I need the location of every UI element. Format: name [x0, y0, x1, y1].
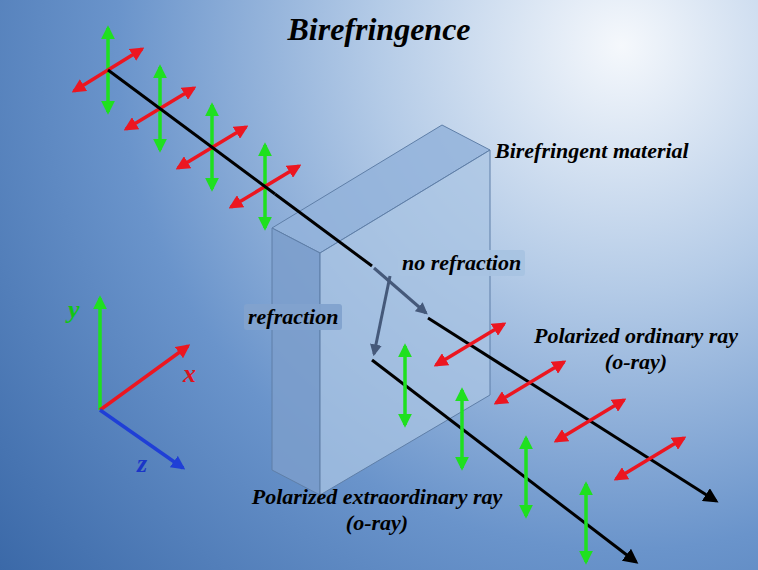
x-polarization-arrow [496, 362, 564, 403]
diagram-title: Birefringence [229, 10, 529, 48]
axis-label: x [183, 358, 196, 389]
axis-label: z [137, 448, 147, 479]
x-polarization-arrow [616, 438, 684, 479]
incident-ray [275, 194, 372, 266]
annotation-label: refraction [244, 304, 342, 330]
y-polarization-arrow [460, 390, 464, 468]
x-polarization-arrow [436, 324, 504, 365]
y-polarization-arrow [524, 438, 528, 516]
extraordinary-ray [372, 360, 636, 562]
extraordinary-polarization [405, 346, 586, 562]
material-label: Birefringent material [495, 138, 689, 164]
slab-front-face [320, 150, 490, 495]
y-polarization-arrow [584, 484, 588, 562]
slab-side-face [272, 228, 320, 495]
x-axis [100, 346, 188, 410]
axis-label: y [68, 294, 80, 325]
incoming-polarization [74, 28, 299, 228]
y-polarization-arrow [403, 346, 407, 425]
refraction-arrow [374, 276, 390, 354]
ray-label: Polarized extraordinary ray (o-ray) [244, 484, 510, 537]
x-polarization-arrow [556, 400, 624, 441]
annotation-label: no refraction [398, 250, 525, 276]
ray-label: Polarized ordinary ray (o-ray) [530, 323, 742, 376]
y-axis [98, 298, 102, 410]
incident-ray [108, 70, 275, 194]
coordinate-axes [100, 298, 188, 468]
